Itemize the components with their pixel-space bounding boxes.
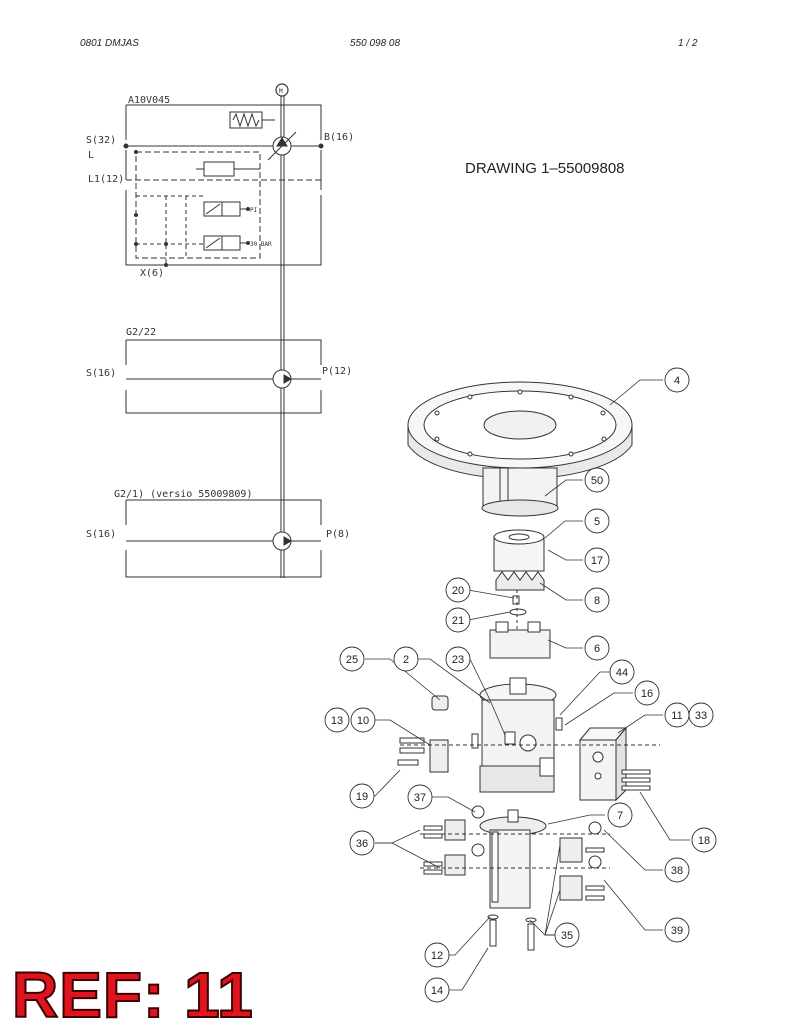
callout-label: 20 <box>452 585 464 597</box>
schematic-block-g2-22 <box>125 339 322 414</box>
callout-38: 38 <box>664 857 690 883</box>
drawing-title: DRAWING 1–55009808 <box>465 160 625 177</box>
callout-label: 12 <box>431 950 443 962</box>
header-page-number: 1 / 2 <box>678 38 698 49</box>
callout-37: 37 <box>407 784 433 810</box>
callout-33: 33 <box>688 702 714 728</box>
callout-7: 7 <box>607 802 633 828</box>
callout-23: 23 <box>445 646 471 672</box>
block2-port-s: S(16) <box>86 368 116 379</box>
callout-18: 18 <box>691 827 717 853</box>
block1-port-l1: L1(12) <box>88 174 124 185</box>
block1-label-pi: PI <box>250 207 258 214</box>
callout-label: 17 <box>591 555 603 567</box>
bolts-part <box>621 769 651 791</box>
callout-50: 50 <box>584 467 610 493</box>
washer-part-12 <box>487 914 499 920</box>
callout-label: 13 <box>331 715 343 727</box>
callout-label: 11 <box>671 710 682 722</box>
callout-10: 10 <box>350 707 376 733</box>
block3-name: G2/1) (versio 55009809) <box>114 489 252 500</box>
callout-39: 39 <box>664 917 690 943</box>
callout-label: 33 <box>695 710 707 722</box>
hydraulic-schematic: M <box>86 83 354 578</box>
washer-part <box>509 608 527 616</box>
callout-5: 5 <box>584 508 610 534</box>
svg-text:M: M <box>279 88 283 95</box>
callout-44: 44 <box>609 659 635 685</box>
callout-label: 35 <box>561 930 573 942</box>
bolt-part-35 <box>527 923 535 951</box>
callout-label: 50 <box>591 475 603 487</box>
block1-port-s: S(32) <box>86 135 116 146</box>
callout-label: 39 <box>671 925 683 937</box>
callout-label: 38 <box>671 865 683 877</box>
callout-label: 37 <box>414 792 426 804</box>
ref-stamp: REF: 11 <box>11 959 254 1031</box>
block3-port-s: S(16) <box>86 529 116 540</box>
block1-name: A10V045 <box>128 95 170 106</box>
callout-label: 7 <box>617 810 623 822</box>
bolt-part-14 <box>489 919 497 947</box>
callout-label: 8 <box>594 595 600 607</box>
callout-17: 17 <box>584 547 610 573</box>
block1-port-l: L <box>88 150 94 161</box>
header-part-number: 550 098 08 <box>350 38 401 49</box>
callout-label: 10 <box>357 715 369 727</box>
callout-label: 25 <box>346 654 358 666</box>
block1-port-x: X(6) <box>140 268 164 279</box>
callout-label: 14 <box>431 985 443 997</box>
port-fittings-right <box>559 821 605 901</box>
key-part <box>512 595 520 605</box>
callout-16: 16 <box>634 680 660 706</box>
callout-8: 8 <box>584 587 610 613</box>
callout-21: 21 <box>445 607 471 633</box>
callout-14: 14 <box>424 977 450 1003</box>
callout-label: 21 <box>452 615 464 627</box>
callout-label: 16 <box>641 688 653 700</box>
exploded-assembly <box>397 381 660 951</box>
block2-port-p: P(12) <box>322 366 352 377</box>
flange-part <box>407 381 633 480</box>
callout-label: 18 <box>698 835 710 847</box>
callout-label: 23 <box>452 654 464 666</box>
coupling-hub-part <box>493 529 545 572</box>
callout-20: 20 <box>445 577 471 603</box>
block1-label-bar: 30 BAR <box>250 241 272 248</box>
motor-icon <box>275 83 289 97</box>
callout-label: 5 <box>594 516 600 528</box>
callout-label: 4 <box>674 375 680 387</box>
callout-19: 19 <box>349 783 375 809</box>
callout-label: 2 <box>403 654 409 666</box>
valve-block-part <box>578 726 628 802</box>
callout-label: 19 <box>356 791 368 803</box>
callout-6: 6 <box>584 635 610 661</box>
block3-port-p: P(8) <box>326 529 350 540</box>
side-fitting-part <box>397 695 563 773</box>
block1-port-b: B(16) <box>324 132 354 143</box>
schematic-block-g2-1 <box>125 499 322 578</box>
pump-body-part <box>479 677 557 793</box>
callout-label: 6 <box>594 643 600 655</box>
callout-label: 36 <box>356 838 368 850</box>
header-doc-code: 0801 DMJAS <box>80 38 139 49</box>
callout-35: 35 <box>554 922 580 948</box>
block2-name: G2/22 <box>126 327 156 338</box>
gear-pump-part <box>479 809 547 909</box>
callout-label: 44 <box>616 667 628 679</box>
callout-25: 25 <box>339 646 365 672</box>
callout-11: 11 <box>664 702 690 728</box>
coupling-spider-part <box>495 571 545 591</box>
schematic-block-a10v045 <box>123 104 324 267</box>
callout-4: 4 <box>664 367 690 393</box>
bell-housing-part <box>481 467 559 517</box>
coupling-half-part <box>489 621 551 659</box>
callout-12: 12 <box>424 942 450 968</box>
callout-2: 2 <box>393 646 419 672</box>
callout-bubbles: 4 50 5 17 8 20 21 6 25 2 23 44 16 11 33 13 10 19 37 7 36 18 38… <box>324 367 717 1003</box>
callout-13: 13 <box>324 707 350 733</box>
callout-36: 36 <box>349 830 375 856</box>
